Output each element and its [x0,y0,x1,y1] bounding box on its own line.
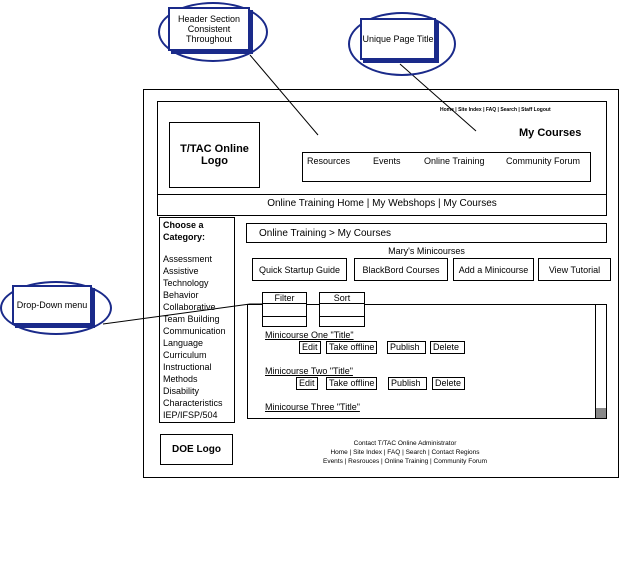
scrollbar-thumb[interactable] [596,408,606,418]
sort-dropdown[interactable]: Sort [319,292,365,327]
blackbord-courses-button[interactable]: BlackBord Courses [354,258,448,281]
footer-links: Contact T/TAC Online Administrator Home … [290,439,520,466]
category-item[interactable]: Curriculum [163,350,207,360]
footer-links-row[interactable]: Events | Resrouces | Online Training | C… [322,458,487,465]
category-heading: Choose a Category: [163,220,206,242]
nav-events[interactable]: Events [373,156,401,166]
page-frame [143,89,619,478]
course-title-link[interactable]: Minicourse Two "Title" [265,366,353,376]
footer-links-row[interactable]: Home | Site Index | FAQ | Search | Conta… [330,449,480,456]
take-offline-button[interactable]: Take offline [326,377,378,390]
nav-resources[interactable]: Resources [307,156,351,166]
doe-logo: DOE Logo [160,434,233,465]
section-title: Mary's Minicourses [388,246,465,256]
category-item[interactable]: Assessment [163,254,213,264]
nav-community-forum[interactable]: Community Forum [506,156,581,166]
category-item[interactable]: Language [163,338,204,348]
edit-button[interactable]: Edit [299,341,321,354]
edit-button[interactable]: Edit [296,377,318,390]
category-item[interactable]: Communication [163,326,226,336]
view-tutorial-button[interactable]: View Tutorial [538,258,611,281]
quick-startup-guide-button[interactable]: Quick Startup Guide [252,258,347,281]
sort-label: Sort [320,293,364,304]
category-item[interactable]: Collaborative Team Building [163,302,220,324]
page-title: My Courses [519,127,582,139]
category-item[interactable]: Behavior [163,290,199,300]
category-sidebar: Choose a Category: Assessment Assistive … [159,217,235,423]
site-logo: T/TAC Online Logo [169,122,260,188]
subnav[interactable]: Online Training Home | My Webshops | My … [267,198,497,209]
category-item[interactable]: Instructional Methods [163,362,212,384]
footer-contact[interactable]: Contact T/TAC Online Administrator [353,440,457,447]
category-item[interactable]: Disability Characteristics [163,386,223,408]
callout-dropdown: Drop-Down menu [12,285,92,325]
delete-button[interactable]: Delete [432,377,465,390]
publish-button[interactable]: Publish [387,341,426,354]
main-nav: Resources Events Online Training Communi… [302,152,591,182]
add-minicourse-button[interactable]: Add a Minicourse [453,258,534,281]
delete-button[interactable]: Delete [430,341,465,354]
scrollbar[interactable] [595,304,607,419]
filter-label: Filter [263,293,306,304]
nav-online-training[interactable]: Online Training [424,156,485,166]
course-title-link[interactable]: Minicourse One "Title" [265,330,354,340]
callout-title: Unique Page Title [360,18,436,60]
course-title-link[interactable]: Minicourse Three "Title" [265,402,360,412]
take-offline-button[interactable]: Take offline [326,341,378,354]
category-item[interactable]: IEP/IFSP/504 [163,410,218,420]
callout-header: Header Section Consistent Throughout [168,7,250,51]
utility-links[interactable]: Home | Site Index | FAQ | Search | Staff… [440,107,551,113]
breadcrumb[interactable]: Online Training > My Courses [246,223,607,243]
filter-dropdown[interactable]: Filter [262,292,307,327]
category-item[interactable]: Assistive Technology [163,266,209,288]
publish-button[interactable]: Publish [388,377,427,390]
